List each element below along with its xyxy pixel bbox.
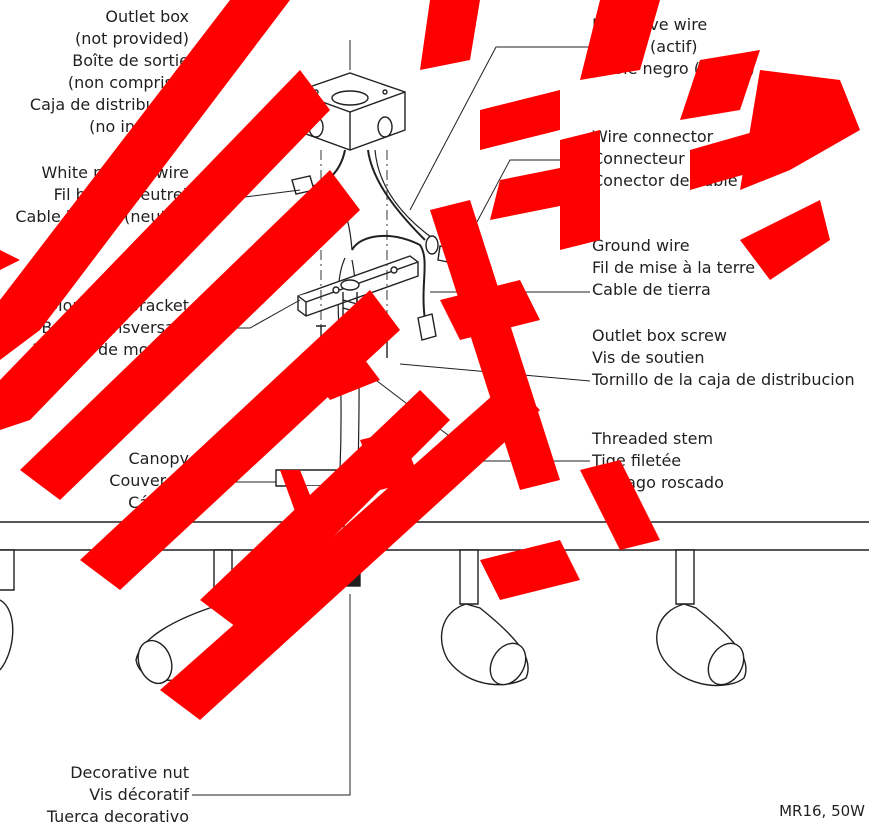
decorative-nut-drawing <box>339 571 361 587</box>
outlet-box-drawing <box>294 72 406 151</box>
screws-drawing <box>316 325 392 358</box>
outlet-box-label: Outlet box(not provided) Boîte de sortie… <box>29 7 189 136</box>
wire-connectors-drawing <box>291 175 461 341</box>
lamp-heads-drawing <box>0 549 747 687</box>
spec-text: MR16, 50W <box>779 802 865 820</box>
track-bar-drawing <box>0 521 869 551</box>
leader-lines <box>192 40 591 796</box>
canopy-drawing <box>275 469 429 529</box>
